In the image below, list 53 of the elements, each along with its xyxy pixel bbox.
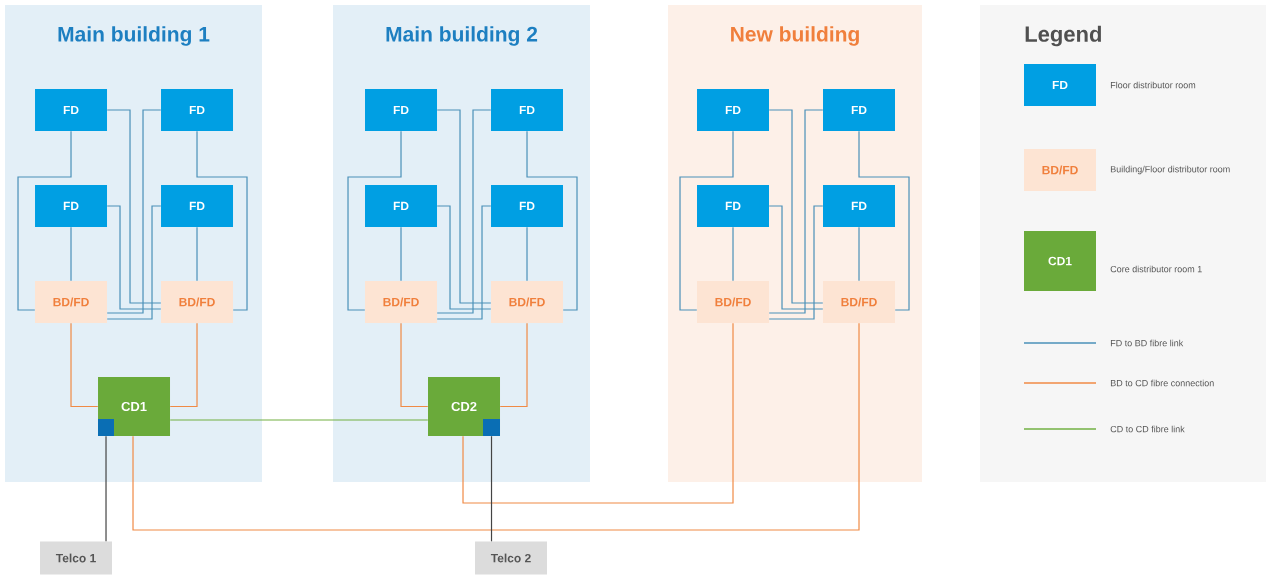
floor-distributor-box: FD [697, 185, 769, 227]
fibre-link [526, 226, 528, 282]
floor-distributor-box: FD [365, 185, 437, 227]
fibre-link [858, 130, 910, 311]
fibre-link [132, 322, 860, 531]
building-distributor-box: BD/FD [161, 281, 233, 323]
fibre-link [679, 130, 734, 311]
floor-distributor-box: FD [161, 89, 233, 131]
fibre-link [400, 226, 402, 282]
fibre-link [70, 226, 72, 282]
fibre-link [70, 322, 99, 408]
legend-text: CD to CD fibre link [1110, 425, 1185, 433]
fibre-link [17, 130, 72, 311]
fibre-link [526, 130, 578, 311]
fibre-link [347, 130, 402, 311]
legend-text: BD to CD fibre connection [1110, 379, 1214, 387]
floor-distributor-box: FD [823, 185, 895, 227]
floor-distributor-box: FD [161, 185, 233, 227]
legend-text: FD to BD fibre link [1110, 339, 1184, 347]
telco-box: Telco 2 [475, 541, 547, 575]
fibre-link [105, 435, 107, 542]
fibre-link [490, 435, 493, 542]
building-distributor-box: BD/FD [823, 281, 895, 323]
floor-distributor-box: FD [697, 89, 769, 131]
fibre-link [169, 419, 429, 421]
building-title: Main building 1 [58, 26, 210, 46]
legend-text: Core distributor room 1 [1110, 265, 1202, 273]
floor-distributor-box: FD [491, 185, 563, 227]
fibre-link [196, 130, 248, 311]
building-title: New building [731, 26, 859, 46]
floor-distributor-box: FD [35, 185, 107, 227]
legend-text: Building/Floor distributor room [1110, 165, 1230, 175]
legend-text: Floor distributor room [1110, 81, 1196, 89]
fibre-link [462, 322, 734, 504]
floor-distributor-box: FD [491, 89, 563, 131]
floor-distributor-box: FD [823, 89, 895, 131]
building-title: Main building 2 [386, 26, 538, 46]
floor-distributor-box: FD [365, 89, 437, 131]
building-distributor-box: BD/FD [697, 281, 769, 323]
fibre-link [858, 226, 860, 282]
fibre-link [400, 322, 429, 408]
building-distributor-box: BD/FD [491, 281, 563, 323]
fibre-link [499, 322, 528, 408]
core-distributor-box: CD1 [98, 377, 170, 436]
core-distributor-box: CD2 [428, 377, 500, 436]
legend-heading: Legend [1025, 25, 1101, 47]
telco-box: Telco 1 [40, 541, 112, 575]
building-distributor-box: BD/FD [35, 281, 107, 323]
building-distributor-box: BD/FD [365, 281, 437, 323]
fibre-link [196, 226, 198, 282]
fibre-link [732, 226, 734, 282]
floor-distributor-box: FD [35, 89, 107, 131]
fibre-link [169, 322, 198, 408]
